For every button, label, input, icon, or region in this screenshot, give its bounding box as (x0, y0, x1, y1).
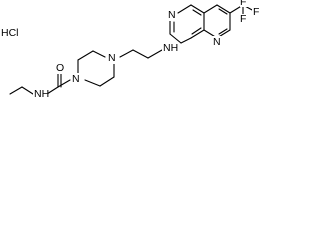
bond (77, 50, 94, 61)
bond (119, 49, 134, 58)
salt-label: HCl (1, 27, 19, 39)
amide-nh-label: NH (34, 88, 49, 100)
bond (177, 4, 192, 14)
atom-labels: HCl NH O N N NH N N F F F (1, 0, 260, 100)
bond (84, 79, 101, 87)
bond (190, 4, 205, 14)
bond (169, 33, 182, 44)
chemical-structure-diagram: HCl NH O N N NH N N F F F (1, 0, 260, 100)
piperazine-n4-label: N (108, 52, 116, 64)
bond (190, 29, 205, 39)
bond (99, 76, 115, 87)
bond (9, 86, 23, 95)
bond (192, 9, 202, 16)
fluorine-right-label: F (253, 6, 259, 18)
carbonyl-oxygen-label: O (56, 62, 64, 74)
bond (216, 4, 231, 14)
bond (180, 37, 192, 44)
ring-nitrogen-left-label: N (168, 9, 176, 21)
bond (147, 49, 163, 59)
piperazine-n1-label: N (72, 73, 80, 85)
bond (21, 86, 34, 95)
fluorine-bottom-label: F (240, 13, 246, 25)
linker-nh-label: NH (163, 42, 178, 54)
bond (57, 79, 71, 88)
bond (191, 27, 202, 35)
bond (218, 28, 228, 35)
bond (132, 49, 149, 59)
fluorine-top-label: F (240, 0, 246, 8)
bond (218, 8, 228, 15)
bond (92, 50, 106, 58)
bond (203, 4, 218, 14)
bond (46, 86, 59, 95)
ring-nitrogen-right-label: N (213, 36, 221, 48)
